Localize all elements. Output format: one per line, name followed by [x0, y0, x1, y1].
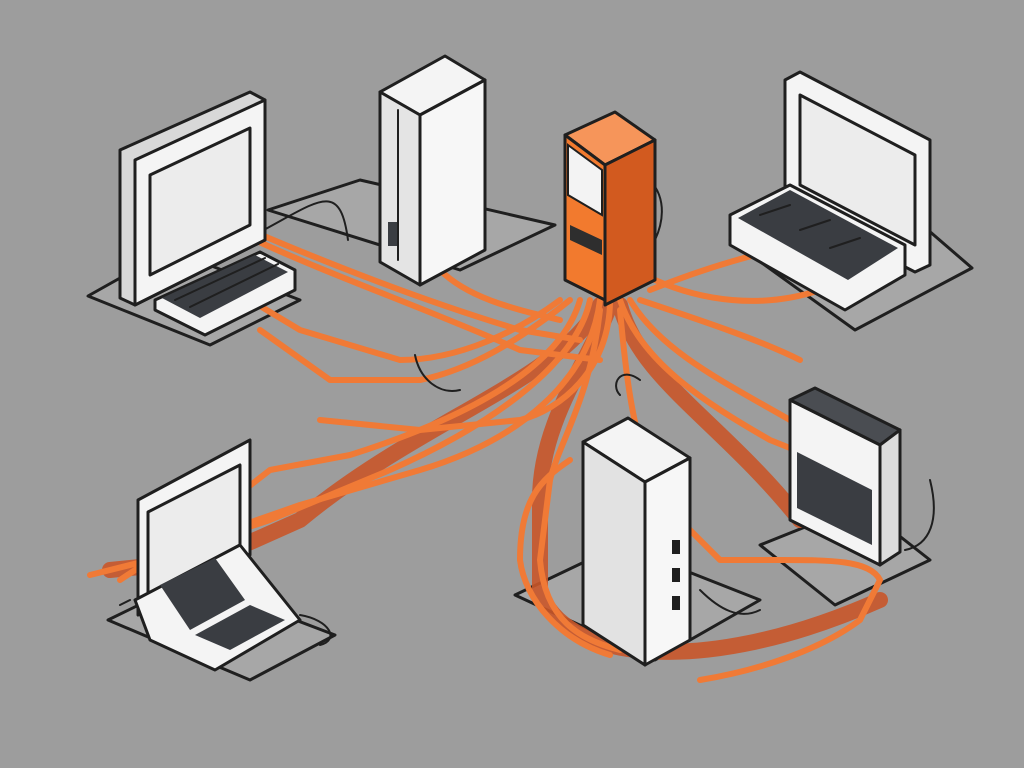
base-panel	[160, 558, 245, 630]
monitor-top-right	[728, 70, 932, 312]
monitor-bottom-left	[133, 438, 302, 672]
monitor-screen	[797, 452, 872, 545]
hub-port	[570, 225, 602, 255]
monitor-top-left	[118, 90, 297, 337]
tower-front	[581, 440, 647, 667]
monitor-screen	[798, 93, 917, 247]
cable-bundle	[87, 227, 883, 683]
monitor-side	[878, 428, 902, 567]
keyboard-keys	[162, 255, 288, 318]
hub-label-panel	[567, 143, 603, 217]
monitor-screen	[148, 126, 252, 277]
hub-side	[603, 138, 657, 307]
tower-drive-slot	[388, 222, 398, 246]
base-panel-2	[195, 605, 285, 650]
keyboard-keys	[738, 190, 898, 280]
server-tower-top	[378, 54, 487, 287]
tower-side	[643, 456, 692, 667]
monitor-bottom-right	[788, 386, 902, 567]
server-tower-bottom	[581, 416, 692, 667]
tower-front	[378, 90, 422, 287]
tower-led-3	[672, 596, 680, 610]
cable-outlines	[119, 179, 935, 646]
tower-side	[418, 78, 487, 287]
central-hub	[563, 110, 657, 307]
tower-led-1	[672, 540, 680, 554]
cables	[87, 179, 935, 683]
tower-led-2	[672, 568, 680, 582]
